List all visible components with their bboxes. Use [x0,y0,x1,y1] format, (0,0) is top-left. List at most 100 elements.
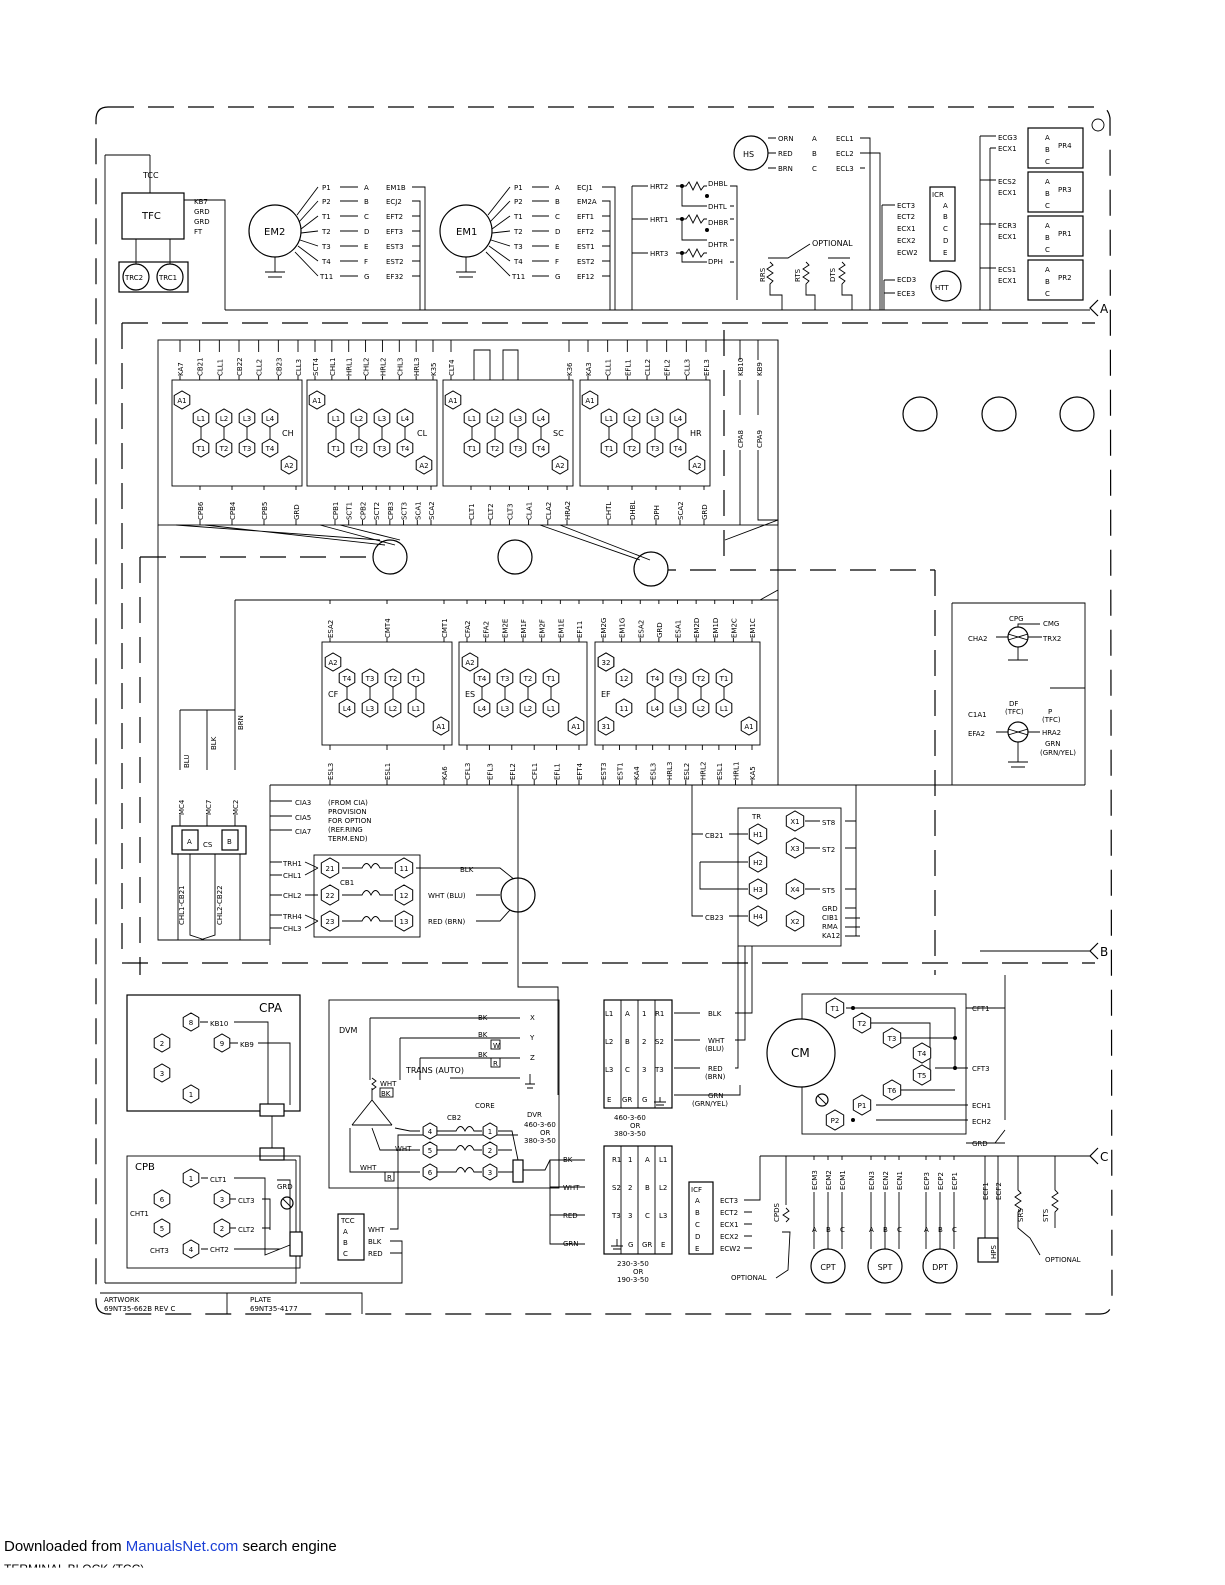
pin-letter: A [869,1226,874,1234]
svg-text:D: D [555,228,560,236]
svg-text:R: R [387,1174,392,1182]
terminal-l1-label: L1 [468,415,476,423]
wire-label: HRL2 [699,762,707,780]
terminal-t4-label: T4 [650,675,660,683]
terminal-l3-label: L3 [514,415,522,423]
contactor-label: HR [690,429,702,438]
wire-label: KA3 [585,362,593,376]
svg-text:CPB: CPB [135,1162,155,1173]
wire-label: CHL2 [363,357,371,376]
wire-label: CHL1 [329,357,337,376]
wire-label: EFL3 [486,763,494,780]
footer-partial-line: TERMINAL BLOCK (TCC) [4,1562,145,1576]
svg-text:DVR: DVR [527,1111,542,1119]
svg-text:CORE: CORE [475,1102,495,1110]
wire-label: K35 [430,363,438,377]
connector-b-mark [1089,942,1099,960]
contactor-label: ES [465,690,475,699]
wire-label: GRD [656,622,664,638]
terminal-t1 [600,438,618,458]
contactor-label: CF [328,690,339,699]
terminal-a2 [324,652,342,672]
artwork-box: ARTWORK 69NT35-662B REV C PLATE 69NT35-4… [100,1292,363,1314]
svg-text:1: 1 [642,1010,646,1018]
svg-text:E: E [555,243,559,251]
cpb-pin-4 [182,1239,200,1259]
svg-text:BK: BK [478,1051,488,1059]
cm-T3 [882,1027,902,1049]
svg-text:GRN: GRN [1045,740,1061,748]
svg-text:BLU: BLU [183,755,191,768]
svg-text:BRN: BRN [237,715,245,730]
terminal-t2-label: T2 [696,675,706,683]
cb2-pin-label: 5 [428,1147,432,1155]
contactor-cl [306,379,438,487]
svg-text:ECF2: ECF2 [995,1182,1003,1200]
svg-text:C: C [1045,202,1050,210]
cb2-pin [422,1141,438,1159]
cb2-out-label: 3 [488,1169,492,1177]
svg-text:WHT: WHT [563,1184,580,1192]
cm-P1 [852,1094,872,1116]
svg-text:GRD: GRD [194,208,210,216]
terminal-t2-label: T2 [219,445,229,453]
svg-text:ECL3: ECL3 [836,165,854,173]
terminal-12 [615,668,633,688]
wire-label: EM2E [501,619,509,638]
cpa-pin-2 [153,1033,171,1053]
svg-text:TRH4: TRH4 [282,913,302,921]
svg-text:BLK: BLK [460,866,474,874]
svg-text:B: B [364,198,369,206]
terminal-a2-label: A2 [465,659,474,667]
tr-X2 [785,910,805,932]
terminal-a2 [551,455,569,475]
svg-text:C: C [943,225,948,233]
corner-circle [1091,118,1105,132]
wire-label: CLL3 [683,359,691,376]
svg-text:EFT1: EFT1 [577,213,594,221]
terminal-a1 [581,390,599,410]
svg-text:T2: T2 [321,228,331,236]
wire-label: CPB5 [261,502,269,520]
wire-label: ESA1 [675,620,683,638]
wire-label: CPB3 [387,502,395,520]
svg-text:TRC1: TRC1 [158,274,177,282]
svg-text:L2: L2 [659,1184,667,1192]
svg-text:190-3-50: 190-3-50 [617,1276,649,1284]
svg-text:T3: T3 [513,243,523,251]
terminal-l3 [496,698,514,718]
manualsnet-link[interactable]: ManualsNet.com [125,1538,239,1555]
svg-text:C: C [364,213,369,221]
svg-text:D: D [943,237,948,245]
svg-text:S2: S2 [655,1038,664,1046]
svg-text:RRS: RRS [759,267,767,282]
cb2-out-label: 1 [488,1128,492,1136]
svg-text:ICF: ICF [691,1186,702,1194]
svg-text:A: A [187,838,192,846]
tr-X3-label: X3 [790,845,799,853]
svg-text:P2: P2 [322,198,331,206]
cpb-pin-4-label: 4 [189,1246,194,1254]
tr-X1 [785,810,805,832]
terminal-l3-label: L3 [501,705,509,713]
cm-T4 [912,1042,932,1064]
svg-text:2: 2 [642,1038,646,1046]
svg-text:GRD: GRD [277,1183,293,1191]
terminal-l1-label: L1 [720,705,728,713]
svg-text:T3: T3 [654,1066,664,1074]
wire-label: EM1G [619,618,627,638]
cm-T6 [882,1079,902,1101]
cpa-pin-3-label: 3 [160,1070,164,1078]
svg-text:T11: T11 [511,273,525,281]
wire-label: EM1C [749,618,757,638]
svg-text:B: B [943,213,948,221]
svg-text:TRANS (AUTO): TRANS (AUTO) [405,1066,464,1075]
terminal-t4 [396,438,414,458]
wire-label: SCT3 [401,502,409,520]
cm-T1-label: T1 [830,1005,840,1013]
svg-text:B: B [555,198,560,206]
svg-text:E: E [695,1245,699,1253]
svg-text:S2: S2 [612,1184,621,1192]
